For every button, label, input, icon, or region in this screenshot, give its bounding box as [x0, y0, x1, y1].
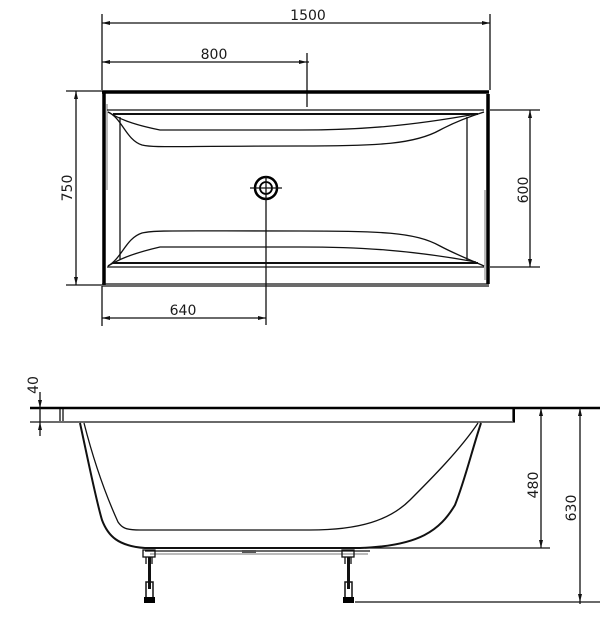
dimension-40: 40: [26, 376, 42, 436]
drain-icon: [250, 175, 282, 325]
leg-left: [142, 549, 156, 603]
leg-right: [341, 549, 355, 603]
dimension-480: 480: [365, 408, 550, 549]
label-rim-thickness: 40: [26, 376, 42, 394]
label-overall-length: 1500: [290, 8, 326, 24]
dimension-640: 640: [101, 286, 266, 326]
label-total-height: 630: [564, 495, 580, 522]
dimension-1500: 1500: [102, 8, 490, 25]
dimension-600: 600: [490, 109, 540, 268]
tub-rim-side: [30, 406, 600, 423]
label-drain-offset-bottom: 640: [170, 303, 197, 319]
top-view: 1500 800: [60, 8, 540, 326]
dimension-630: 630: [355, 408, 600, 604]
label-inner-width: 600: [516, 177, 532, 204]
label-overall-width: 750: [60, 175, 76, 202]
dimension-800: 800: [102, 47, 309, 107]
tub-outline-top: [102, 90, 490, 287]
label-drain-offset-top: 800: [201, 47, 228, 63]
dimension-750: 750: [60, 90, 102, 286]
tub-body-side: [79, 422, 482, 555]
side-view: 40 480 630: [26, 376, 600, 604]
label-basin-depth: 480: [526, 472, 542, 499]
